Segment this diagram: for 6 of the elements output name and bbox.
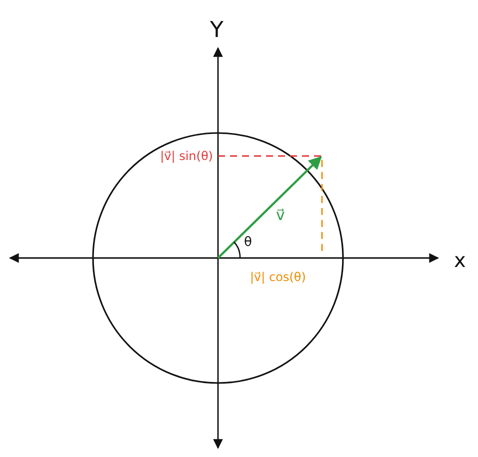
vector-label: v⃗ (276, 208, 285, 223)
angle-label: θ (244, 236, 252, 249)
axis-label: Y (210, 20, 224, 42)
component-label: |v⃗| sin(θ) (160, 150, 213, 162)
axis-label: x (454, 250, 466, 270)
component-label: |v⃗| cos(θ) (250, 271, 306, 283)
